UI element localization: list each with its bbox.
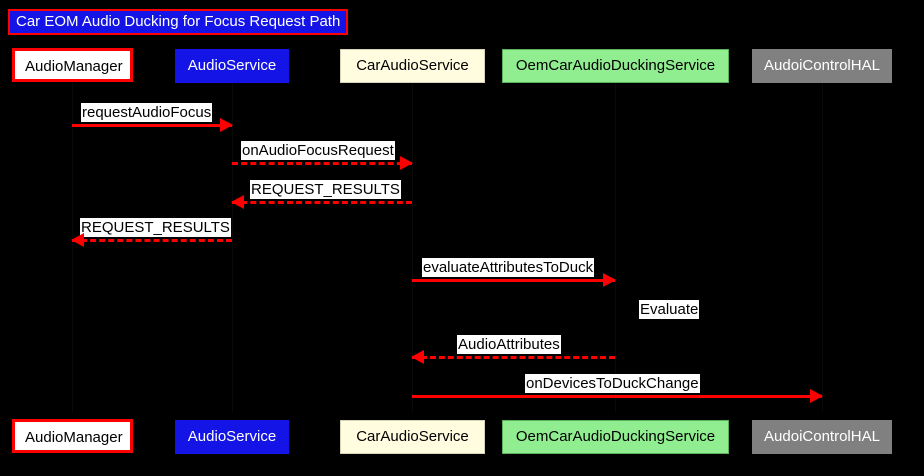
diagram-title: Car EOM Audio Ducking for Focus Request … (8, 9, 349, 35)
participant-footer-audiomanager[interactable]: AudioManager (12, 419, 133, 453)
lifeline-caraudioservice (412, 82, 413, 412)
message-label-onaudiofocusrequest: onAudioFocusRequest (241, 141, 395, 160)
participant-header-audioservice[interactable]: AudioService (175, 49, 289, 83)
message-label-ondevicestoduckchange: onDevicesToDuckChange (525, 374, 700, 393)
participant-footer-oemcaraudioduckingservice[interactable]: OemCarAudioDuckingService (502, 420, 729, 454)
participant-header-audiomanager[interactable]: AudioManager (12, 48, 133, 82)
lifeline-audiomanager (72, 82, 73, 412)
participant-footer-caraudioservice[interactable]: CarAudioService (340, 420, 485, 454)
participant-footer-audioservice[interactable]: AudioService (175, 420, 289, 454)
message-label-audioattributes: AudioAttributes (457, 335, 561, 354)
message-label-requestaudiofocus: requestAudioFocus (81, 103, 213, 122)
participant-footer-audoicontrolhal[interactable]: AudoiControlHAL (752, 420, 892, 454)
message-label-evaluateattributestoduck: evaluateAttributesToDuck (422, 258, 595, 277)
lifeline-audoicontrolhal (822, 82, 823, 412)
note-evaluate: Evaluate (639, 300, 700, 319)
message-label-request-results-car-to-audio: REQUEST_RESULTS (250, 180, 401, 199)
lifeline-audioservice (232, 82, 233, 412)
message-label-request-results-audio-to-manager: REQUEST_RESULTS (80, 218, 231, 237)
lifeline-oemcaraudioduckingservice (615, 82, 616, 412)
participant-header-caraudioservice[interactable]: CarAudioService (340, 49, 485, 83)
participant-header-audoicontrolhal[interactable]: AudoiControlHAL (752, 49, 892, 83)
participant-header-oemcaraudioduckingservice[interactable]: OemCarAudioDuckingService (502, 49, 729, 83)
